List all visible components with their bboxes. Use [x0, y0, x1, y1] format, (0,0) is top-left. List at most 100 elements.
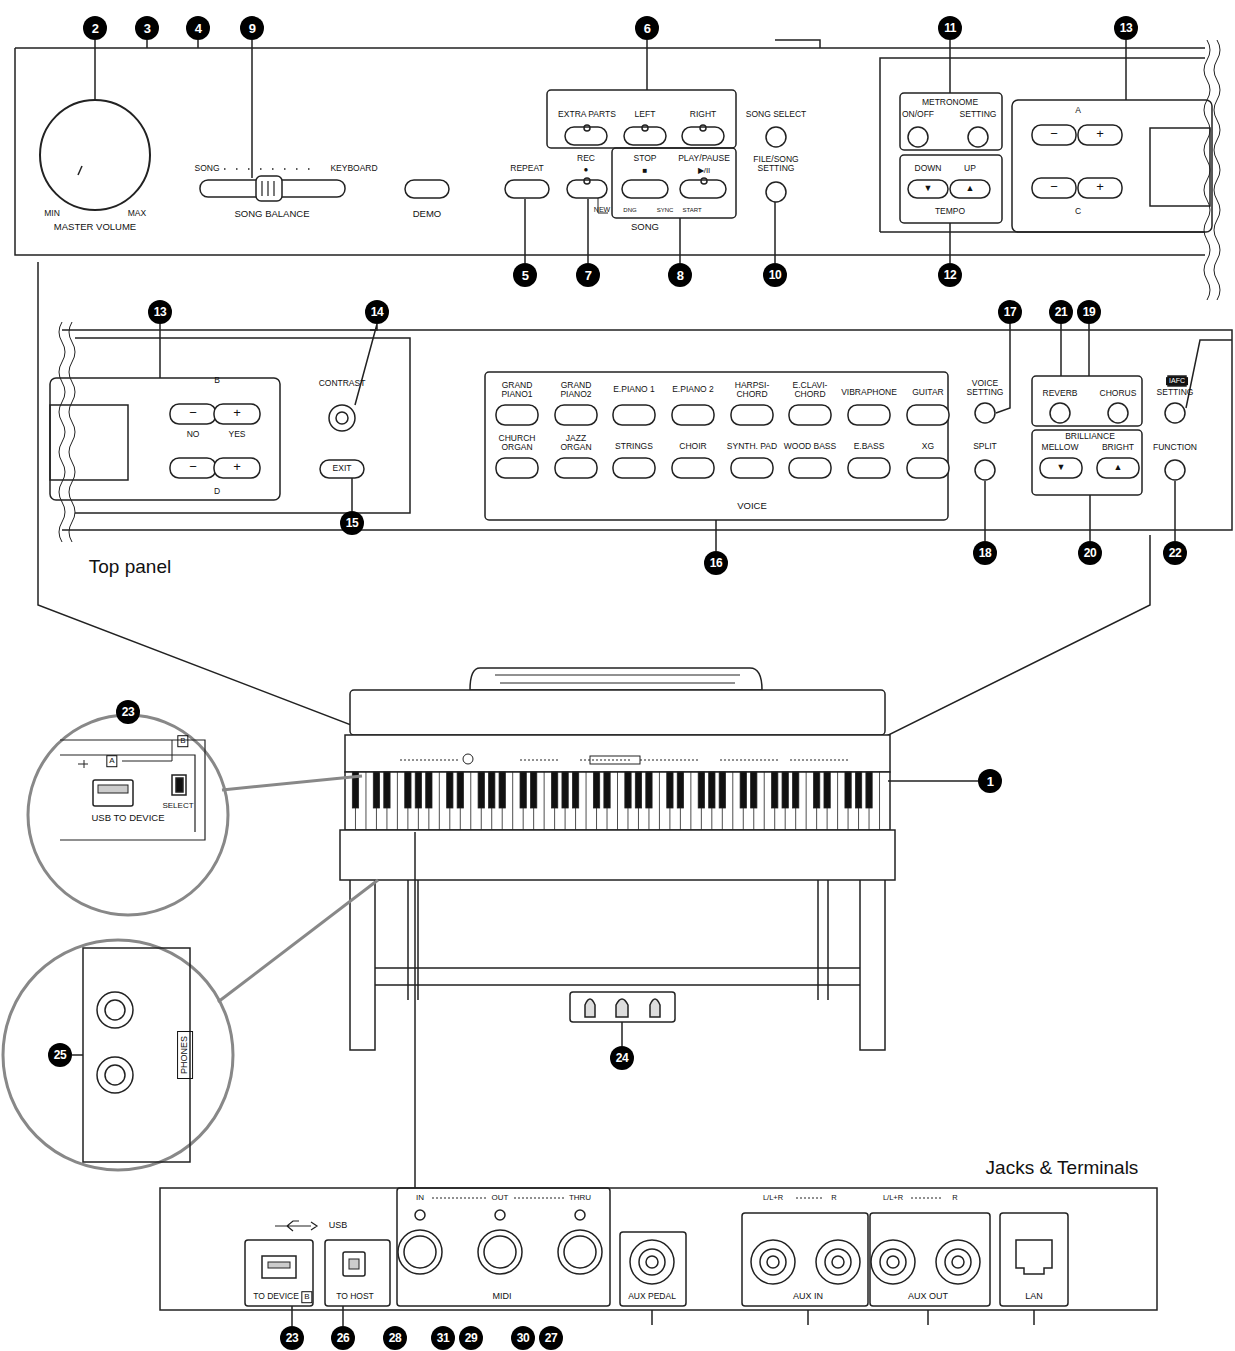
- panel-label: R: [952, 1194, 957, 1202]
- panel-label: +: [233, 460, 241, 474]
- panel-label: JAZZ ORGAN: [553, 434, 599, 453]
- black-key: [604, 772, 610, 808]
- panel-label: VOICE: [737, 501, 767, 511]
- panel-label: L/L+R: [883, 1194, 903, 1202]
- panel-button: [1032, 178, 1076, 198]
- panel-label: WOOD BASS: [782, 442, 838, 451]
- panel-label: DNG: [623, 207, 636, 214]
- panel-label: −: [189, 406, 197, 420]
- panel-label: LEFT: [635, 110, 656, 119]
- callout-number: 20: [1078, 541, 1102, 565]
- panel-label: AUX PEDAL: [628, 1292, 676, 1301]
- panel-label: THRU: [569, 1194, 591, 1203]
- panel-label: A: [1075, 106, 1081, 115]
- panel-label: MAX: [128, 209, 146, 218]
- panel-label: LAN: [1025, 1292, 1043, 1302]
- panel-button: [1078, 178, 1122, 198]
- white-key: [806, 772, 807, 830]
- white-key: [837, 772, 838, 830]
- callout-text: 16: [710, 556, 722, 570]
- callout-text: 31: [437, 1331, 449, 1345]
- round-button: [975, 460, 995, 480]
- panel-label: IAFC: [1166, 377, 1188, 385]
- callout-text: 19: [1083, 305, 1095, 319]
- callout-text: 1: [987, 774, 994, 789]
- callout-text: 5: [522, 268, 529, 283]
- panel-label: ▼: [924, 184, 933, 194]
- callout-text: 18: [979, 546, 991, 560]
- panel-label: GUITAR: [903, 388, 953, 397]
- panel-label: ●: [584, 166, 589, 175]
- panel-label: BRILLIANCE: [1065, 432, 1115, 441]
- voice-button: [555, 405, 597, 425]
- panel-button: [1097, 458, 1139, 478]
- panel-label: E.CLAVI-CHORD: [784, 381, 836, 400]
- black-key: [677, 772, 683, 808]
- panel-label: +: [233, 406, 241, 420]
- voice-button: [555, 458, 597, 478]
- panel-label: DOWN: [915, 164, 942, 173]
- black-key: [772, 772, 778, 808]
- black-key: [740, 772, 746, 808]
- callout-number: 1: [978, 769, 1002, 793]
- callout-number: 31: [431, 1326, 455, 1350]
- panel-label: B: [177, 735, 188, 747]
- voice-button: [672, 458, 714, 478]
- panel-label: SETTING: [960, 110, 997, 119]
- panel-label: FILE/SONG SETTING: [745, 155, 807, 174]
- black-key: [813, 772, 819, 808]
- voice-button: [731, 458, 773, 478]
- panel-label: MIDI: [493, 1292, 512, 1302]
- black-key: [551, 772, 557, 808]
- panel-label: EXIT: [333, 464, 352, 473]
- callout-number: 17: [998, 300, 1022, 324]
- callout-text: 28: [389, 1331, 401, 1345]
- panel-label: E.BASS: [844, 442, 894, 451]
- callout-number: 27: [539, 1326, 563, 1350]
- callout-text: 2: [92, 21, 99, 36]
- black-key: [593, 772, 599, 808]
- voice-button: [496, 458, 538, 478]
- callout-number: 7: [576, 263, 600, 287]
- callout-number: 24: [610, 1046, 634, 1070]
- round-button: [766, 182, 786, 202]
- black-key: [520, 772, 526, 808]
- panel-label: USB: [329, 1221, 348, 1231]
- black-key: [415, 772, 421, 808]
- voice-button: [907, 458, 949, 478]
- panel-button: [1040, 458, 1082, 478]
- panel-label: SELECT: [162, 802, 193, 811]
- voice-button: [848, 458, 890, 478]
- white-key: [732, 772, 733, 830]
- panel-label: TO DEVICE: [253, 1292, 299, 1301]
- panel-label: TEMPO: [935, 207, 965, 216]
- white-key: [439, 772, 440, 830]
- callout-number: 18: [973, 541, 997, 565]
- panel-label: +: [1096, 127, 1104, 141]
- panel-label: NEW: [594, 206, 610, 214]
- panel-label: REVERB: [1043, 389, 1078, 398]
- panel-label: B: [214, 376, 220, 385]
- panel-label: A: [106, 755, 117, 767]
- callout-text: 13: [1120, 21, 1132, 35]
- black-key: [447, 772, 453, 808]
- panel-label: MASTER VOLUME: [54, 222, 136, 232]
- black-key: [751, 772, 757, 808]
- voice-button: [789, 405, 831, 425]
- callout-text: 14: [371, 305, 383, 319]
- callout-text: 20: [1084, 546, 1096, 560]
- callout-number: 4: [186, 16, 210, 40]
- black-key: [373, 772, 379, 808]
- panel-label: ▲: [966, 184, 975, 194]
- callout-text: 4: [195, 21, 202, 36]
- panel-label: REPEAT: [510, 164, 543, 173]
- voice-button: [613, 405, 655, 425]
- panel-label: XG: [903, 442, 953, 451]
- panel-label: METRONOME: [922, 98, 978, 107]
- callout-number: 23: [116, 700, 140, 724]
- callout-number: 21: [1049, 300, 1073, 324]
- panel-button: [320, 460, 364, 478]
- callout-text: 9: [249, 21, 256, 36]
- panel-label: GRAND PIANO1: [492, 381, 542, 400]
- callout-number: 22: [1163, 541, 1187, 565]
